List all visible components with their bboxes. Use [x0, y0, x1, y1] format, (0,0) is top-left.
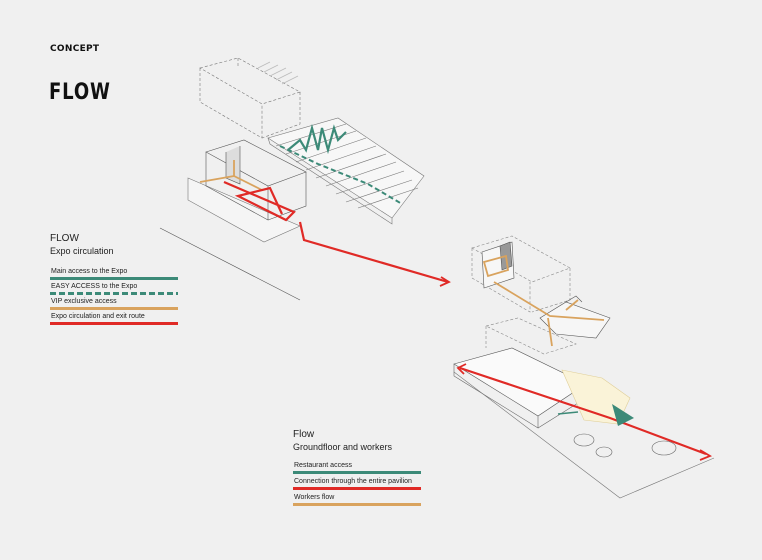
legend-lower-title: Flow	[293, 429, 315, 440]
legend-item: Main access to the Expo	[50, 267, 178, 280]
right-pavilion	[471, 235, 611, 339]
hatch-strokes	[257, 61, 299, 85]
page-title: FLOW	[49, 80, 111, 105]
legend-swatch	[50, 322, 178, 325]
legend-swatch	[293, 471, 421, 474]
legend-item: Expo circulation and exit route	[50, 312, 178, 325]
upper-pavilion	[159, 139, 307, 301]
legend-item-label: Main access to the Expo	[51, 268, 128, 275]
legend-swatch	[50, 307, 178, 310]
legend-item-label: Restaurant access	[294, 462, 352, 469]
legend-upper-title: FLOW	[50, 233, 79, 244]
stair-ramp	[267, 117, 425, 225]
legend-item-label: Workers flow	[294, 494, 335, 501]
teal-main-access-path	[287, 123, 347, 155]
legend-item-label: VIP exclusive access	[51, 298, 117, 305]
legend-upper-subtitle: Expo circulation	[50, 246, 114, 256]
legend-swatch	[293, 503, 421, 506]
legend-upper-heading: FLOW Expo circulation	[50, 233, 114, 257]
legend-item: Restaurant access	[293, 461, 421, 474]
legend-item-label: EASY ACCESS to the Expo	[51, 283, 138, 290]
ground-floor-volume	[453, 317, 715, 499]
section-label: CONCEPT	[50, 44, 100, 54]
teal-easy-access-path	[279, 145, 403, 205]
red-expo-route	[223, 180, 713, 461]
legend-item: Connection through the entire pavilion	[293, 477, 421, 490]
ochre-vip-paths	[199, 160, 605, 347]
legend-item: EASY ACCESS to the Expo	[50, 282, 178, 295]
legend-item-label: Connection through the entire pavilion	[294, 478, 412, 485]
legend-item: Workers flow	[293, 493, 421, 506]
legend-item: VIP exclusive access	[50, 297, 178, 310]
legend-swatch	[50, 277, 178, 280]
restaurant-access-arrow	[557, 404, 634, 426]
legend-lower-subtitle: Groundfloor and workers	[293, 442, 393, 452]
upper-dashed-volume	[199, 57, 301, 139]
legend-swatch	[293, 487, 421, 490]
legend-item-label: Expo circulation and exit route	[51, 313, 145, 320]
legend-lower-heading: Flow Groundfloor and workers	[293, 429, 392, 453]
legend-swatch	[50, 292, 178, 295]
